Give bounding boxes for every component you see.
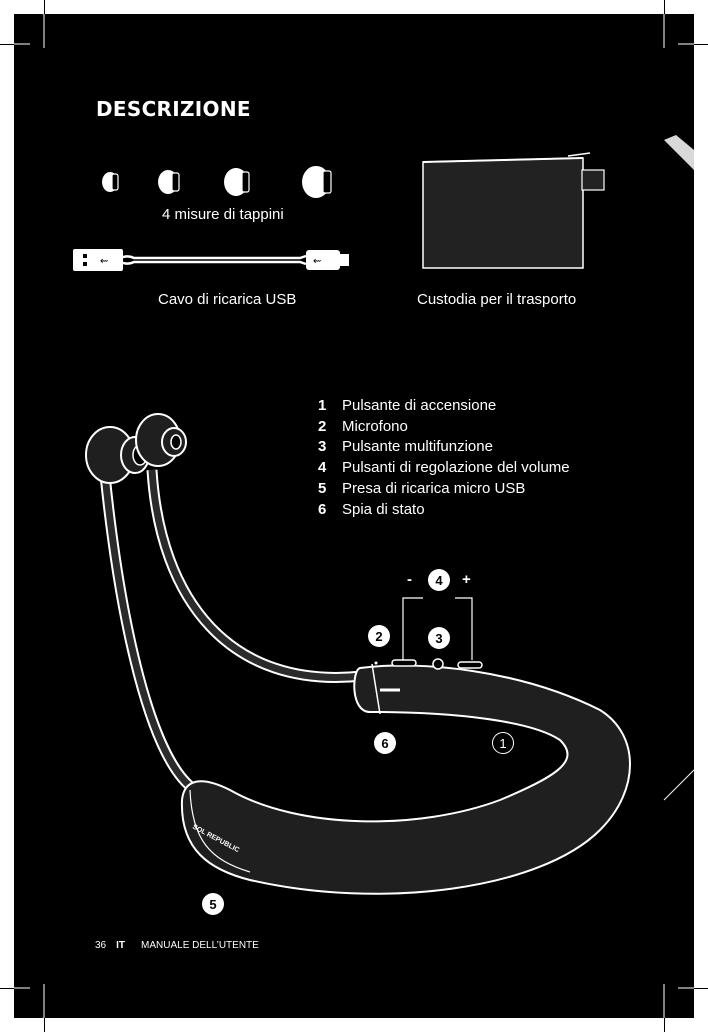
legend-item: 5 Presa di ricarica micro USB xyxy=(318,478,570,499)
legend-item: 2 Microfono xyxy=(318,416,570,437)
cable-caption: Cavo di ricarica USB xyxy=(158,291,297,308)
legend-item: 1 Pulsante di accensione xyxy=(318,395,570,416)
svg-text:⇜: ⇜ xyxy=(313,256,321,267)
eartip-icon xyxy=(158,170,180,194)
legend-number: 4 xyxy=(318,459,327,477)
parts-legend: 1 Pulsante di accensione 2 Microfono 3 P… xyxy=(318,395,570,520)
manual-name: MANUALE DELL’UTENTE xyxy=(141,940,259,951)
callout-1: 1 xyxy=(492,732,514,754)
legend-text: Pulsante di accensione xyxy=(342,396,497,414)
usb-cable-icon: ⇜ ⇜ xyxy=(73,249,349,271)
legend-text: Pulsanti di regolazione del volume xyxy=(342,459,570,477)
legend-number: 3 xyxy=(318,438,327,456)
callout-3: 3 xyxy=(428,627,450,649)
legend-number: 6 xyxy=(318,500,327,518)
decorative-band xyxy=(664,135,694,170)
decorative-line xyxy=(663,769,695,801)
legend-text: Microfono xyxy=(342,417,408,435)
headphone-illustration xyxy=(85,413,631,895)
eartip-icon xyxy=(302,166,332,198)
carry-pouch-icon xyxy=(422,152,605,269)
legend-text: Spia di stato xyxy=(342,500,425,518)
page-footer: 36 IT MANUALE DELL’UTENTE xyxy=(95,940,259,951)
legend-text: Pulsante multifunzione xyxy=(342,438,493,456)
legend-number: 1 xyxy=(318,396,327,414)
callout-2: 2 xyxy=(368,625,390,647)
language-code: IT xyxy=(116,940,126,951)
legend-text: Presa di ricarica micro USB xyxy=(342,480,526,498)
legend-item: 4 Pulsanti di regolazione del volume xyxy=(318,457,570,478)
legend-number: 2 xyxy=(318,417,327,435)
legend-number: 5 xyxy=(318,480,327,498)
eartip-icon xyxy=(102,172,119,192)
eartips-caption: 4 misure di tappini xyxy=(162,206,284,223)
eartip-icon xyxy=(224,168,250,196)
callout-6: 6 xyxy=(374,732,396,754)
page-title: DESCRIZIONE xyxy=(96,97,251,121)
volume-plus-sign: + xyxy=(462,571,471,588)
callout-4: 4 xyxy=(428,569,450,591)
page-number: 36 xyxy=(95,940,107,951)
volume-minus-sign: - xyxy=(407,571,412,588)
legend-item: 3 Pulsante multifunzione xyxy=(318,437,570,458)
pouch-caption: Custodia per il trasporto xyxy=(417,291,577,308)
legend-item: 6 Spia di stato xyxy=(318,499,570,520)
callout-5: 5 xyxy=(202,893,224,915)
svg-text:⇜: ⇜ xyxy=(100,256,108,267)
